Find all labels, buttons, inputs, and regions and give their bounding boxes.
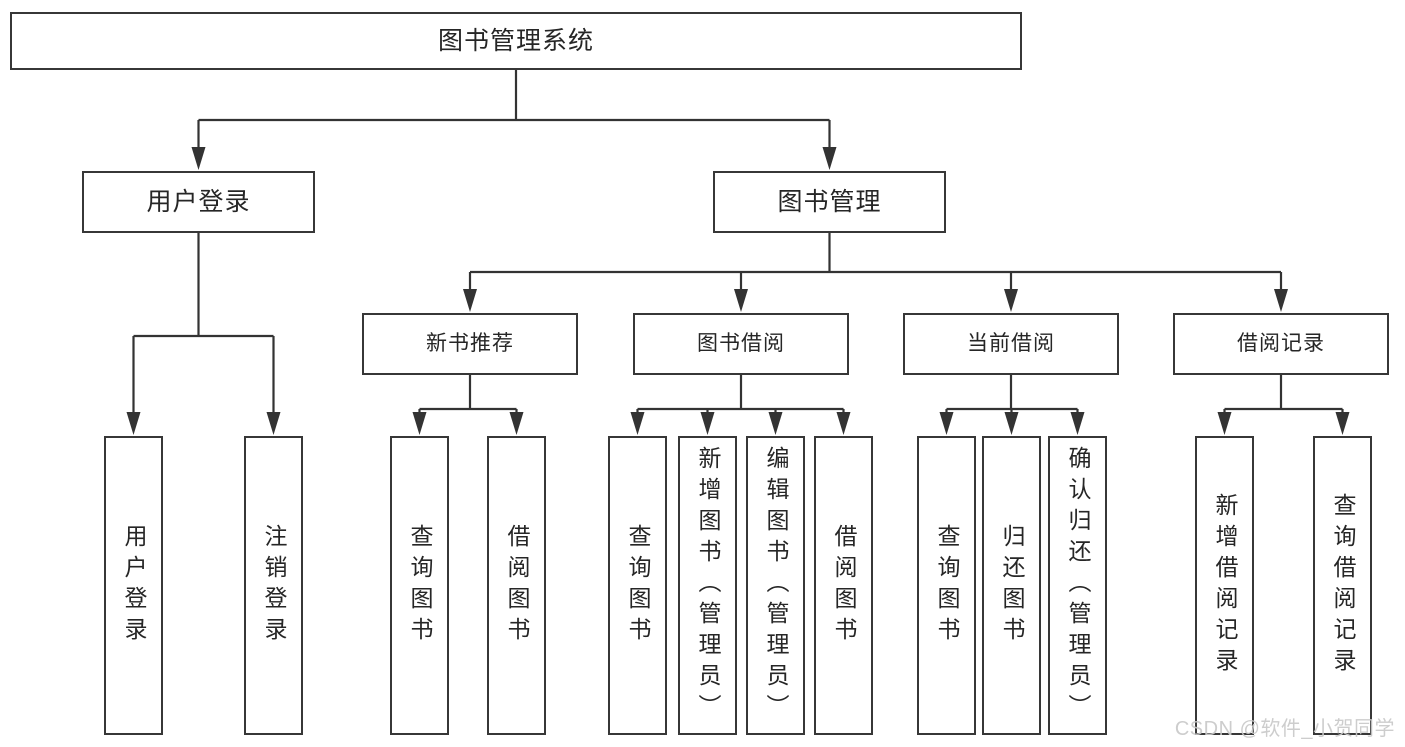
connector-root-to-level2 — [197, 70, 831, 150]
leaf-edit-book-admin: 编辑图书（管理员） — [746, 436, 805, 735]
node-current-borrow: 当前借阅 — [903, 313, 1119, 375]
node-book-management: 图书管理 — [713, 171, 946, 233]
leaf-borrow-book: 借阅图书 — [814, 436, 873, 735]
node-borrow-records: 借阅记录 — [1173, 313, 1389, 375]
node-new-book-recommend: 新书推荐 — [362, 313, 578, 375]
leaf-query-borrow-record: 查询借阅记录 — [1313, 436, 1372, 735]
connector-borrow-records-to-leaves — [1223, 375, 1344, 414]
leaf-return-book: 归还图书 — [982, 436, 1041, 735]
connector-user-login-to-leaves — [132, 233, 275, 414]
csdn-watermark: CSDN @软件_小贺同学 — [1174, 718, 1395, 740]
leaf-query-book-recommend: 查询图书 — [390, 436, 449, 735]
node-book-borrow: 图书借阅 — [633, 313, 849, 375]
leaf-borrow-book-recommend: 借阅图书 — [487, 436, 546, 735]
connector-new-book-recommend-to-leaves — [418, 375, 518, 414]
node-user-login: 用户登录 — [82, 171, 315, 233]
node-root-library-system: 图书管理系统 — [10, 12, 1022, 70]
arrowhead-icons — [126, 147, 1350, 435]
leaf-add-borrow-record: 新增借阅记录 — [1195, 436, 1254, 735]
connector-book-management-to-level3 — [468, 233, 1283, 292]
leaf-query-book-borrow: 查询图书 — [608, 436, 667, 735]
connector-current-borrow-to-leaves — [945, 375, 1079, 414]
leaf-add-book-admin: 新增图书（管理员） — [678, 436, 737, 735]
leaf-query-book-current: 查询图书 — [917, 436, 976, 735]
connector-book-borrow-to-leaves — [636, 375, 845, 414]
leaf-logout: 注销登录 — [244, 436, 303, 735]
leaf-user-login: 用户登录 — [104, 436, 163, 735]
leaf-confirm-return-admin: 确认归还（管理员） — [1048, 436, 1107, 735]
